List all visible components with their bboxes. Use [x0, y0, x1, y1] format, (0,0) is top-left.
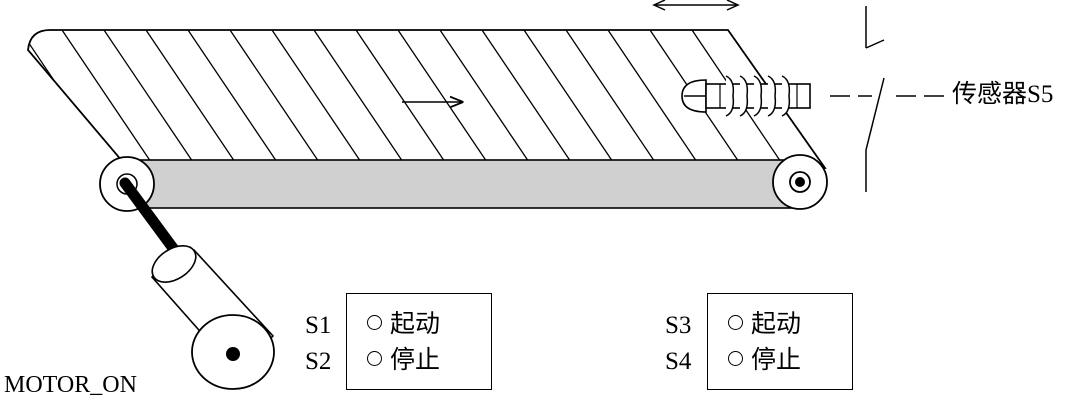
switch-id-s4: S4	[665, 348, 692, 375]
switch-id-s2: S2	[305, 348, 332, 375]
proximity-sensor	[681, 75, 811, 117]
switch-id-s1: S1	[305, 312, 332, 339]
double-arrow-icon	[652, 0, 740, 11]
belt-top	[27, 29, 827, 169]
sensor-contact-symbol	[830, 6, 944, 192]
panel-row-start[interactable]: 起动	[367, 312, 440, 337]
right-roller	[772, 154, 828, 210]
belt-stripes	[28, 30, 825, 168]
circle-icon	[728, 315, 743, 330]
circle-icon	[367, 315, 382, 330]
circle-icon	[367, 351, 382, 366]
start-label: 起动	[751, 311, 802, 338]
control-panel-right: 起动 停止	[707, 293, 853, 390]
circle-icon	[728, 351, 743, 366]
motor	[150, 245, 275, 390]
motor-label: MOTOR_ON	[4, 372, 137, 398]
panel-row-stop[interactable]: 停止	[367, 348, 440, 373]
control-panel-left: 起动 停止	[346, 293, 492, 390]
sensor-label: 传感器S5	[952, 81, 1054, 108]
panel-row-stop[interactable]: 停止	[728, 348, 801, 373]
start-label: 起动	[390, 311, 441, 338]
belt-underside	[127, 159, 801, 209]
switch-id-s3: S3	[665, 312, 692, 339]
stop-label: 停止	[751, 347, 802, 374]
stop-label: 停止	[390, 347, 441, 374]
panel-row-start[interactable]: 起动	[728, 312, 801, 337]
